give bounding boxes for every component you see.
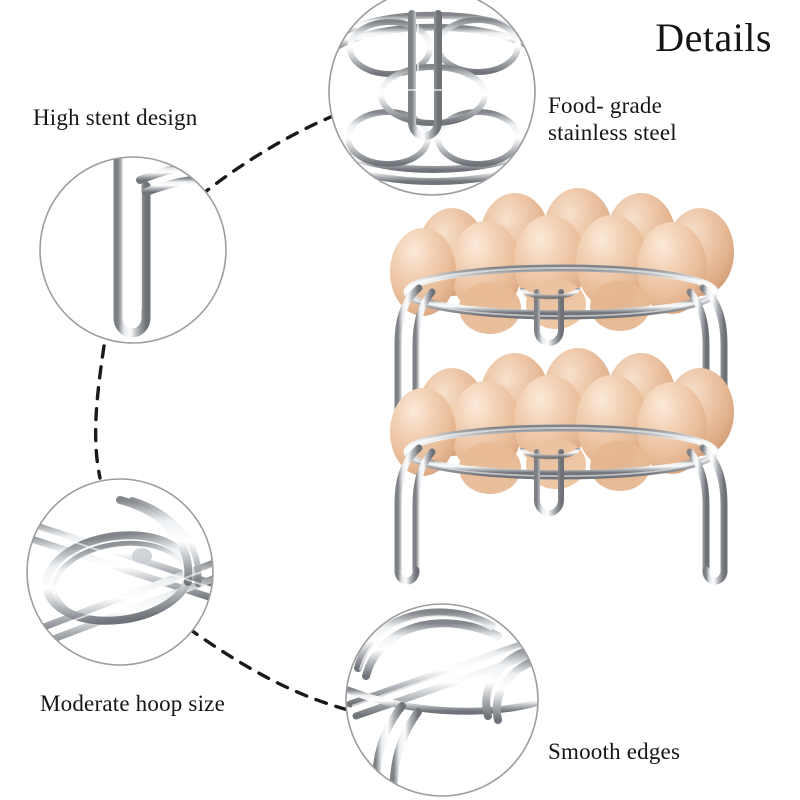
detail-circle-1-edge — [39, 156, 227, 344]
connector-stent-to-hoop — [93, 344, 106, 480]
lower-rack — [390, 348, 734, 585]
upper-rack-eggs-below-rim — [459, 279, 650, 334]
callout-label-line-1: Food- grade — [548, 93, 662, 118]
product-photo — [390, 188, 734, 585]
upper-rack — [390, 188, 734, 421]
detail-circle-high-stent-design[interactable] — [39, 156, 234, 344]
connector-stent-to-top-circle — [198, 108, 350, 198]
upper-rack-legs — [394, 284, 728, 412]
lower-rack-legs — [394, 444, 728, 576]
lower-rack-eggs-below-rim — [459, 439, 650, 494]
callout-label-high-stent-design: High stent design — [33, 105, 198, 130]
detail-circle-2-edge — [328, 0, 536, 196]
connector-hoop-to-smooth — [186, 626, 358, 714]
upper-rack-center-handle — [534, 289, 564, 346]
detail-circle-moderate-hoop-size[interactable] — [16, 478, 226, 666]
callout-label-line-2: stainless steel — [548, 120, 677, 146]
page-title: Details — [655, 15, 772, 60]
detail-circle-smooth-edges[interactable] — [345, 603, 552, 797]
lower-rack-feet — [394, 566, 728, 585]
detail-circle-food-grade-stainless-steel[interactable] — [328, 0, 554, 196]
callout-label-moderate-hoop-size: Moderate hoop size — [40, 691, 225, 716]
connector-lines — [93, 108, 358, 714]
detail-circle-4-edge — [345, 603, 539, 797]
lower-rack-center-handle — [534, 449, 564, 516]
callout-label-smooth-edges: Smooth edges — [548, 739, 681, 764]
detail-circle-3-edge — [26, 478, 214, 666]
